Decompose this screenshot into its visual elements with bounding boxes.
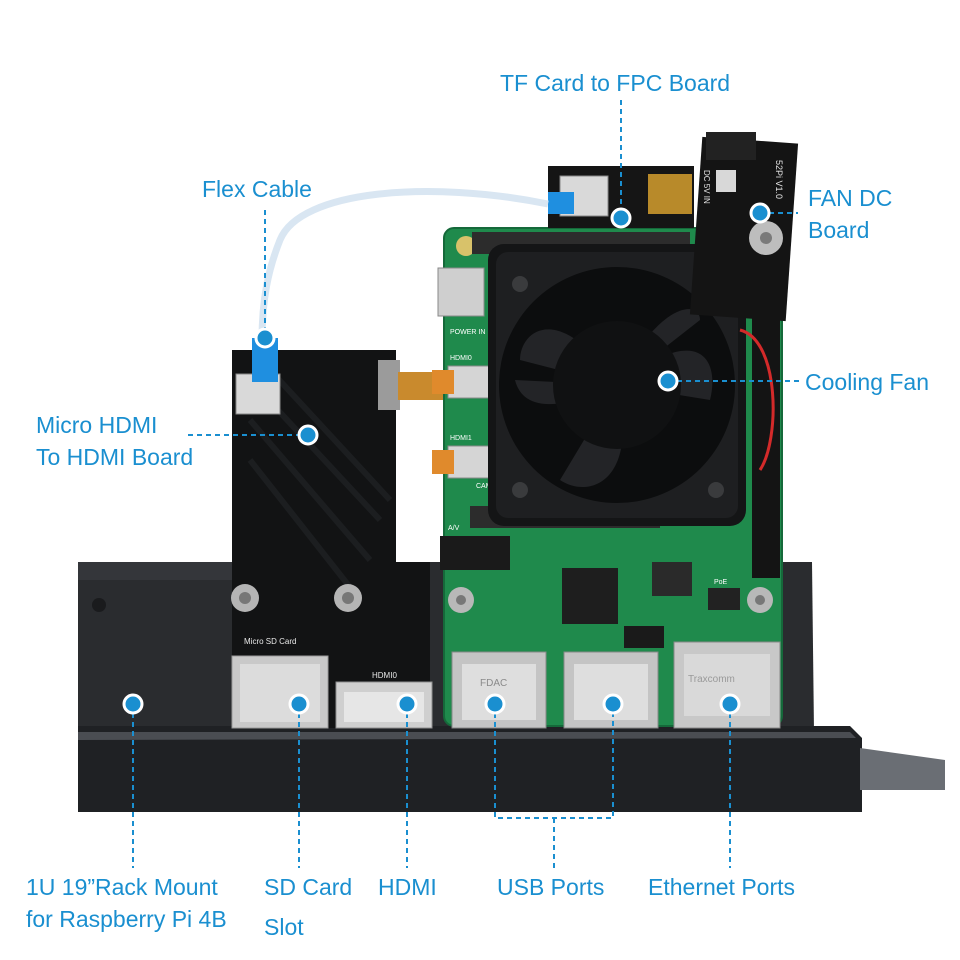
marker-hdmi (396, 693, 418, 715)
marker-rack-mount (122, 693, 144, 715)
label-tf-card-to-fpc-board: TF Card to FPC Board (500, 67, 730, 99)
marker-usb-1 (484, 693, 506, 715)
marker-tf-card (610, 207, 632, 229)
av-marking: A/V (448, 525, 460, 532)
label-line: Cooling Fan (805, 369, 930, 395)
marker-ethernet (719, 693, 741, 715)
micro-hdmi-adapter-board: Micro SD Card HDMI0 (231, 338, 444, 729)
label-ethernet-ports: Ethernet Ports (648, 871, 795, 903)
label-line: for Raspberry Pi 4B (26, 906, 227, 932)
label-cooling-fan: Cooling Fan (805, 366, 929, 398)
label-hdmi: HDMI (378, 871, 437, 903)
marker-fan-dc (749, 202, 771, 224)
hdmi-port-marking: HDMI0 (372, 671, 397, 680)
power-in-marking: POWER IN (450, 329, 485, 336)
micro-sd-card-marking: Micro SD Card (244, 637, 296, 646)
label-line: 1U 19”Rack Mount (26, 874, 218, 900)
label-line: Flex Cable (202, 176, 312, 202)
marker-usb-2 (602, 693, 624, 715)
callout-markers (122, 202, 771, 715)
marker-sd-card (288, 693, 310, 715)
cooling-fan-unit (488, 244, 775, 526)
label-line: USB Ports (497, 874, 605, 900)
label-line: Micro HDMI (36, 412, 158, 438)
marker-micro-hdmi (297, 424, 319, 446)
fan-board-input-marking: DC 5V IN (702, 170, 711, 204)
marker-flex-cable (254, 327, 276, 349)
label-line: Slot (264, 914, 304, 940)
label-rack-mount: 1U 19”Rack Mount for Raspberry Pi 4B (26, 871, 227, 935)
label-usb-ports: USB Ports (497, 871, 604, 903)
poe-marking: PoE (714, 579, 728, 586)
label-line: HDMI (378, 874, 437, 900)
callout-lines (132, 100, 802, 868)
label-flex-cable: Flex Cable (202, 173, 312, 205)
eth-brand-marking: Traxcomm (688, 674, 735, 685)
label-line: SD Card (264, 874, 353, 900)
label-line: To HDMI Board (36, 444, 194, 470)
label-micro-hdmi-to-hdmi-board: Micro HDMI To HDMI Board (36, 409, 193, 473)
label-line: Ethernet Ports (648, 874, 796, 900)
fan-board-id-marking: 52Pi V1.0 (774, 160, 784, 199)
marker-cooling-fan (657, 370, 679, 392)
hdmi0-marking: HDMI0 (450, 355, 472, 362)
usb-brand-marking: FDAC (480, 678, 507, 689)
hdmi1-marking: HDMI1 (450, 435, 472, 442)
label-line: Board (808, 217, 870, 243)
fan-dc-board: 52Pi V1.0 DC 5V IN (689, 132, 799, 322)
label-line: TF Card to FPC Board (500, 70, 731, 96)
label-line: FAN DC (808, 185, 893, 211)
label-sd-card-slot: SD Card Slot (264, 871, 352, 943)
label-fan-dc-board: FAN DC Board (808, 182, 892, 246)
